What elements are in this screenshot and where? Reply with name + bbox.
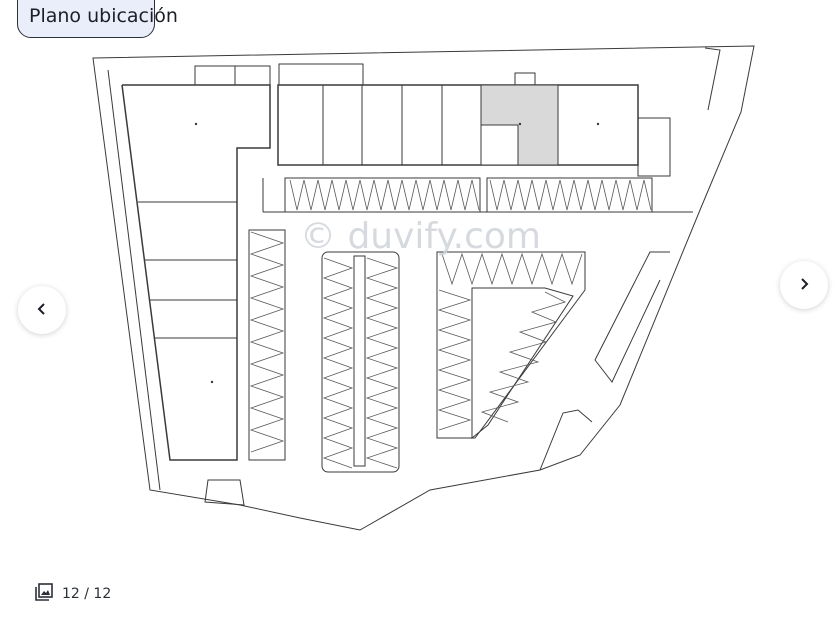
image-counter-text: 12 / 12 — [62, 586, 112, 602]
watermark: © duvify.com — [300, 216, 541, 257]
chevron-right-icon — [797, 276, 811, 295]
chevron-left-icon — [35, 301, 49, 320]
image-counter: 12 / 12 — [34, 582, 111, 606]
previous-image-button[interactable] — [18, 286, 66, 334]
next-image-button[interactable] — [780, 261, 828, 309]
photo-gallery-icon — [34, 582, 54, 606]
image-title: Plano ubicación — [17, 0, 178, 38]
